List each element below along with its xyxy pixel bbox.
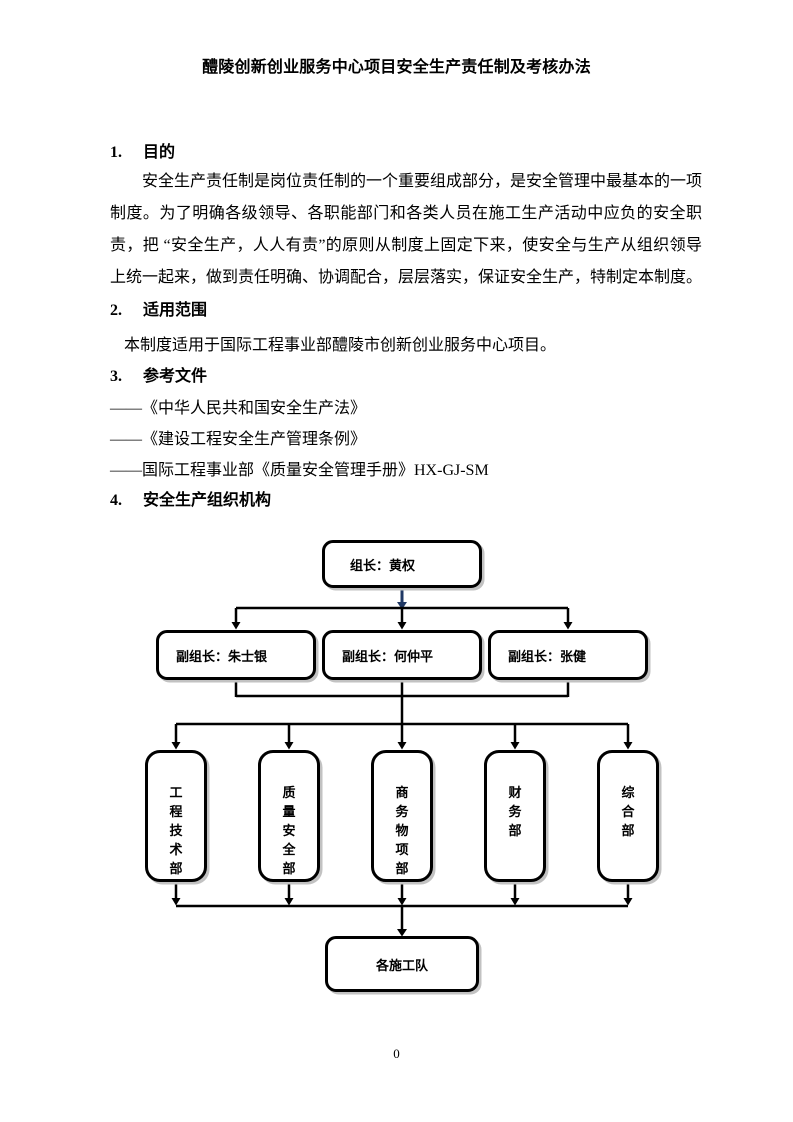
org-box-deputy-3: 副组长：张健 bbox=[488, 630, 648, 680]
reference-item: ——《中华人民共和国安全生产法》 bbox=[110, 400, 367, 417]
org-box-dept-general: 综合部 bbox=[597, 750, 659, 882]
section-3-number: 3. bbox=[110, 368, 122, 385]
org-box-dept-quality-safety: 质量安全部 bbox=[258, 750, 320, 882]
org-box-dept-finance: 财务部 bbox=[484, 750, 546, 882]
org-box-dept-commerce-materials-label: 商务物项部 bbox=[395, 785, 409, 876]
section-1-title: 目的 bbox=[143, 144, 176, 161]
section-2-title: 适用范围 bbox=[143, 302, 208, 319]
section-4-number: 4. bbox=[110, 492, 122, 509]
section-2-paragraph: 本制度适用于国际工程事业部醴陵市创新创业服务中心项目。 bbox=[124, 337, 557, 354]
reference-item: ——国际工程事业部《质量安全管理手册》HX-GJ-SM bbox=[110, 462, 489, 479]
org-box-dept-engineering: 工程技术部 bbox=[145, 750, 207, 882]
org-box-dept-quality-safety-label: 质量安全部 bbox=[282, 785, 296, 876]
document-body: 1. 目的 安全生产责任制是岗位责任制的一个重要组成部分，是安全管理中最基本的一… bbox=[110, 140, 702, 514]
section-1-number: 1. bbox=[110, 144, 122, 161]
section-4-title: 安全生产组织机构 bbox=[143, 492, 272, 509]
section-3-heading: 3. 参考文件 bbox=[110, 364, 702, 390]
section-2-heading: 2. 适用范围 bbox=[110, 298, 702, 324]
section-2-number: 2. bbox=[110, 302, 122, 319]
document-title: 醴陵创新创业服务中心项目安全生产责任制及考核办法 bbox=[202, 59, 591, 76]
org-box-deputy-3-label: 副组长：张健 bbox=[508, 648, 587, 664]
org-box-dept-general-label: 综合部 bbox=[621, 785, 635, 838]
org-chart-connectors bbox=[171, 588, 633, 937]
org-box-deputy-2-label: 副组长：何仲平 bbox=[342, 648, 434, 664]
org-box-construction-teams: 各施工队 bbox=[325, 936, 479, 992]
org-box-dept-engineering-label: 工程技术部 bbox=[169, 785, 183, 876]
org-box-leader-label: 组长：黄权 bbox=[350, 557, 416, 573]
org-box-construction-teams-label: 各施工队 bbox=[375, 957, 428, 973]
section-3-title: 参考文件 bbox=[143, 368, 208, 385]
section-4-heading: 4. 安全生产组织机构 bbox=[110, 488, 702, 514]
page-number: 0 bbox=[393, 1046, 400, 1061]
reference-list: ——《中华人民共和国安全生产法》 ——《建设工程安全生产管理条例》 ——国际工程… bbox=[110, 393, 702, 486]
org-chart: 组长：黄权 副组长：朱士银 副组长：何仲平 副组长：张健 工程技术部 质量安全部… bbox=[0, 530, 793, 1010]
section-1-paragraph: 安全生产责任制是岗位责任制的一个重要组成部分，是安全管理中最基本的一项制度。为了… bbox=[110, 173, 703, 286]
org-box-deputy-2: 副组长：何仲平 bbox=[322, 630, 482, 680]
org-box-dept-finance-label: 财务部 bbox=[508, 785, 522, 838]
org-box-deputy-1-label: 副组长：朱士银 bbox=[176, 648, 268, 664]
reference-item: ——《建设工程安全生产管理条例》 bbox=[110, 431, 367, 448]
section-1-heading: 1. 目的 bbox=[110, 140, 702, 166]
org-box-dept-commerce-materials: 商务物项部 bbox=[371, 750, 433, 882]
org-box-leader: 组长：黄权 bbox=[322, 540, 482, 588]
org-box-deputy-1: 副组长：朱士银 bbox=[156, 630, 316, 680]
